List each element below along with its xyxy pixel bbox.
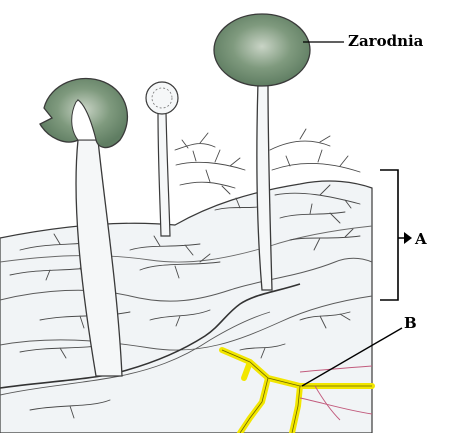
sporangiophore-middle (158, 112, 170, 236)
sporangium-left (40, 78, 127, 147)
substrate-surface (0, 181, 372, 433)
sporangium-middle (146, 82, 178, 114)
label-zarodnia: Zarodnia (348, 34, 423, 49)
sporangium-right (214, 14, 310, 86)
bracket-a (380, 170, 406, 300)
bracket-a-tip (404, 232, 412, 244)
label-a: A (415, 232, 427, 247)
label-b: B (404, 316, 417, 331)
